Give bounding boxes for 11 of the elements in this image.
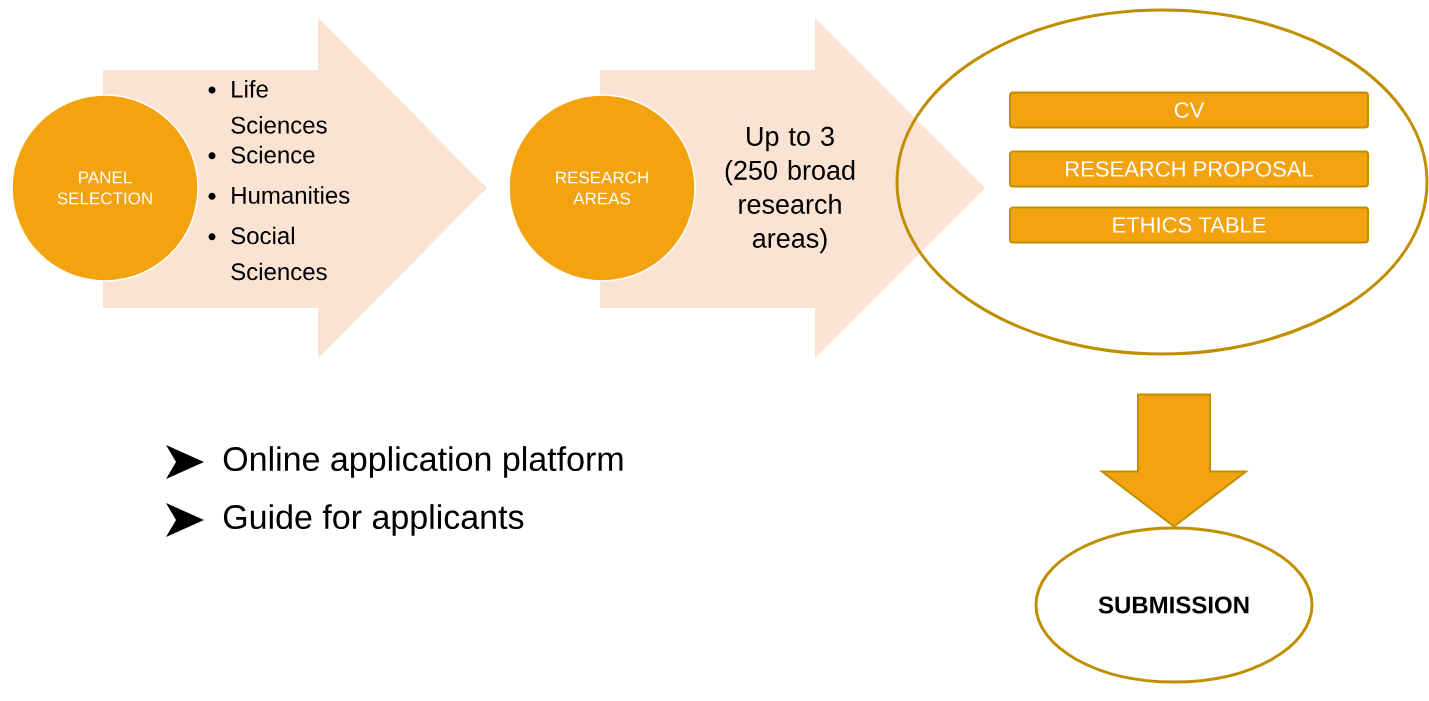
label-bar: ETHICS TABLE: [1009, 206, 1369, 244]
list-item: Humanities: [232, 186, 350, 204]
label-bar: CV: [1009, 91, 1369, 129]
list-item: Life Sciences: [231, 80, 327, 134]
list-item: Social Sciences: [231, 226, 327, 281]
list-item: Science: [231, 145, 315, 164]
block-arrow: [1099, 393, 1249, 528]
bullet-text: Guide for applicants: [223, 504, 524, 536]
ellipse: [895, 8, 1429, 356]
label-bar: RESEARCH PROPOSAL: [1009, 150, 1369, 188]
bullet-text: Online application platform: [223, 446, 623, 478]
